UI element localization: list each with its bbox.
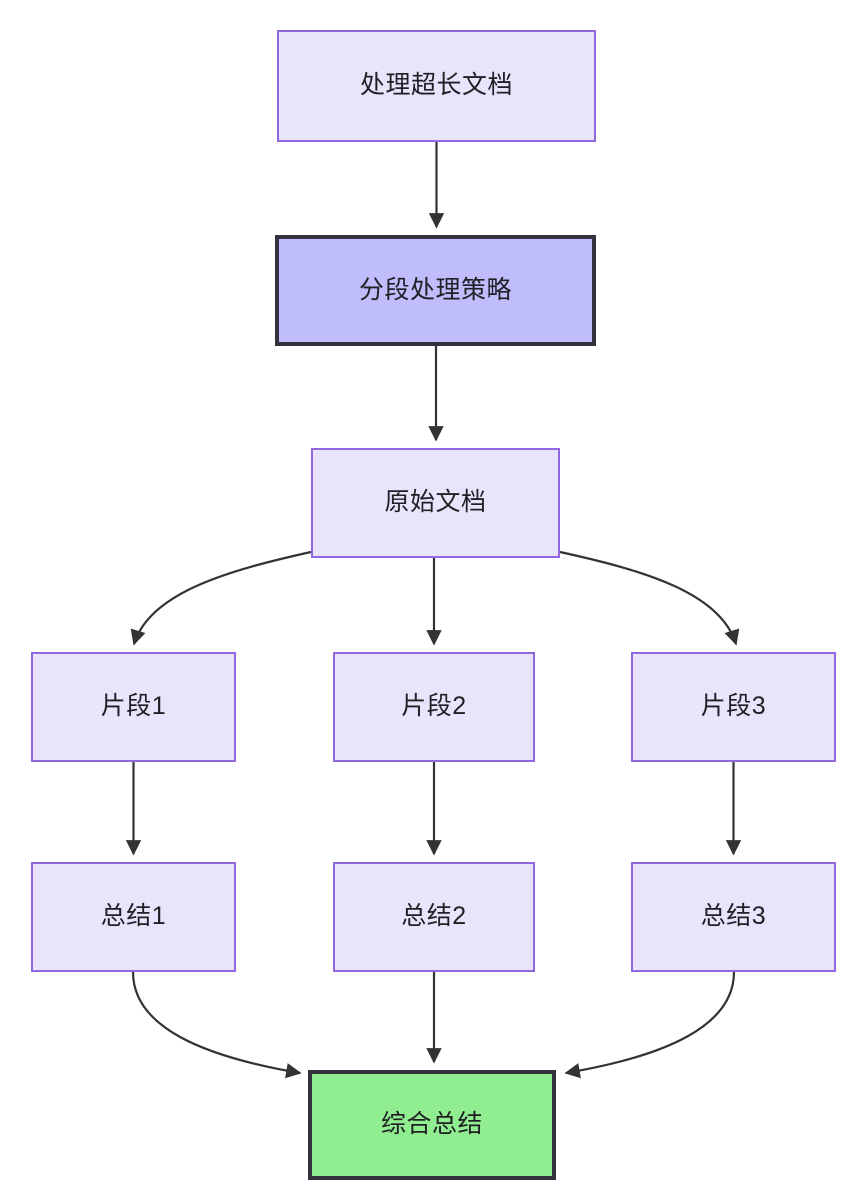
node-label: 片段2: [401, 692, 467, 721]
edge-summary-1-to-final-summary: [131, 971, 302, 1079]
node-label: 分段处理策略: [358, 275, 512, 304]
node-label: 片段1: [100, 692, 167, 721]
node-label: 处理超长文档: [359, 71, 513, 100]
node-label: 总结3: [700, 902, 767, 931]
node-chunk-strategy[interactable]: 分段处理策略: [275, 235, 596, 346]
node-final-summary[interactable]: 综合总结: [308, 1070, 556, 1180]
node-summary-1[interactable]: 总结1: [31, 862, 236, 972]
node-summary-3[interactable]: 总结3: [631, 862, 836, 972]
node-fragment-3[interactable]: 片段3: [631, 652, 836, 762]
node-fragment-2[interactable]: 片段2: [333, 652, 535, 762]
edge-source-doc-to-fragment-1: [130, 550, 312, 646]
node-label: 总结1: [100, 902, 167, 931]
node-doc-input[interactable]: 处理超长文档: [277, 30, 596, 142]
node-label: 原始文档: [384, 488, 487, 517]
edge-source-doc-to-fragment-3: [559, 550, 740, 646]
edge-summary-3-to-final-summary: [564, 971, 736, 1079]
node-label: 综合总结: [380, 1110, 483, 1139]
node-summary-2[interactable]: 总结2: [333, 862, 535, 972]
node-label: 总结2: [401, 902, 467, 931]
node-label: 片段3: [700, 692, 767, 721]
node-fragment-1[interactable]: 片段1: [31, 652, 236, 762]
node-source-doc[interactable]: 原始文档: [311, 448, 560, 558]
